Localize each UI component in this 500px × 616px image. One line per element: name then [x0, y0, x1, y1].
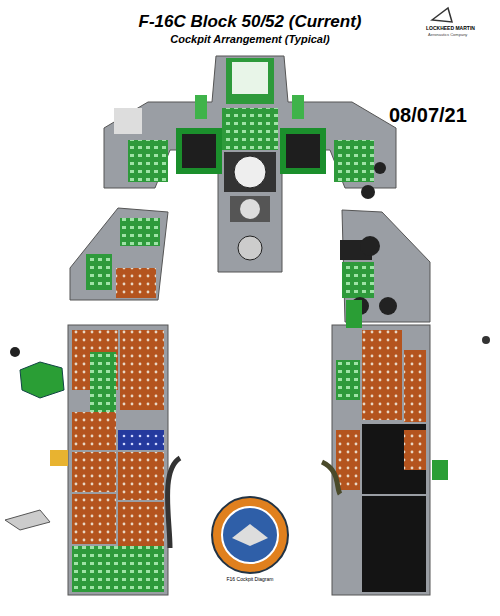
diagram-title: F-16C Block 50/52 (Current): [139, 12, 362, 32]
logo-subtext: Aeronautics Company: [428, 32, 467, 37]
seal-caption: F16 Cockpit Diagram: [227, 576, 274, 582]
date-label: 08/07/21: [389, 104, 467, 127]
subtitle: Cockpit Arrangement (Typical): [170, 33, 329, 45]
logo-text: LOCKHEED MARTIN: [426, 25, 475, 31]
